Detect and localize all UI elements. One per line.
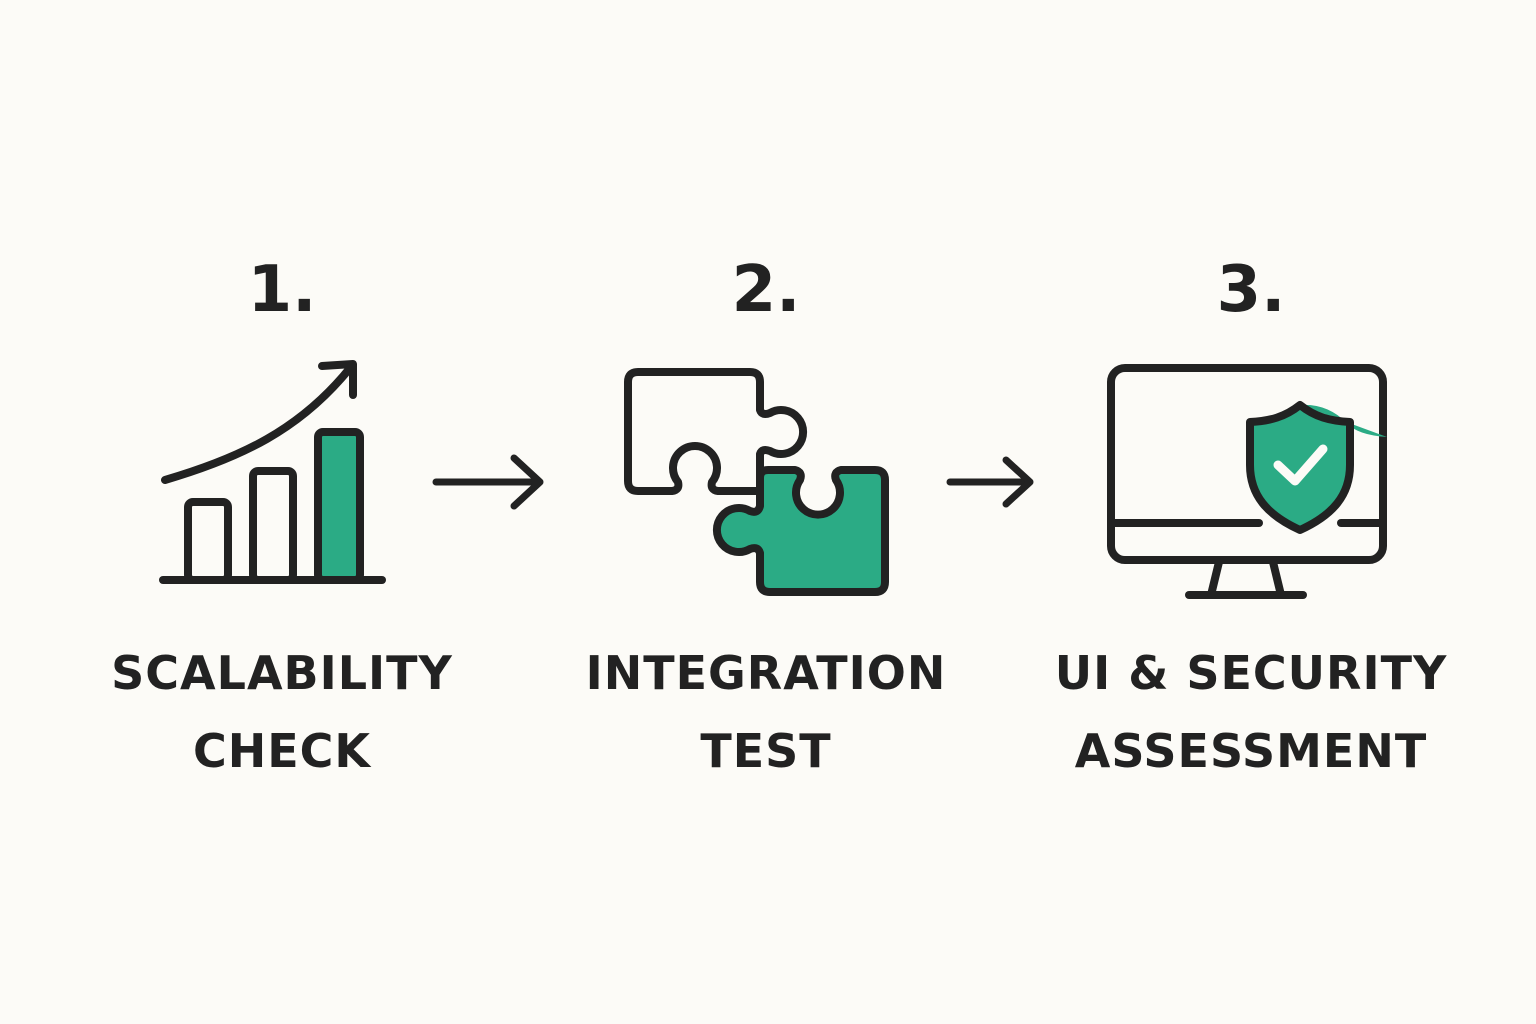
step-title-line2: ASSESSMENT — [1074, 724, 1428, 778]
step-title-line1: UI & SECURITY — [1054, 646, 1448, 700]
step-title: INTEGRATION TEST — [566, 634, 966, 790]
bar-chart-growth-icon — [159, 360, 386, 584]
arrow-right-icon — [432, 454, 544, 510]
step-title-line2: CHECK — [192, 724, 372, 778]
shield-check-icon — [1246, 401, 1354, 534]
step-title-line2: TEST — [700, 724, 832, 778]
puzzle-pieces-icon — [624, 368, 889, 596]
step-title: UI & SECURITY ASSESSMENT — [1051, 634, 1451, 790]
step-title-line1: SCALABILITY — [111, 646, 453, 700]
step-number: 1. — [247, 253, 317, 327]
step-number: 2. — [731, 253, 801, 327]
step-title-line1: INTEGRATION — [585, 646, 947, 700]
arrow-right-icon — [946, 456, 1034, 508]
monitor-shield-icon — [1107, 364, 1387, 599]
step-number: 3. — [1216, 253, 1286, 327]
step-title: SCALABILITY CHECK — [82, 634, 482, 790]
